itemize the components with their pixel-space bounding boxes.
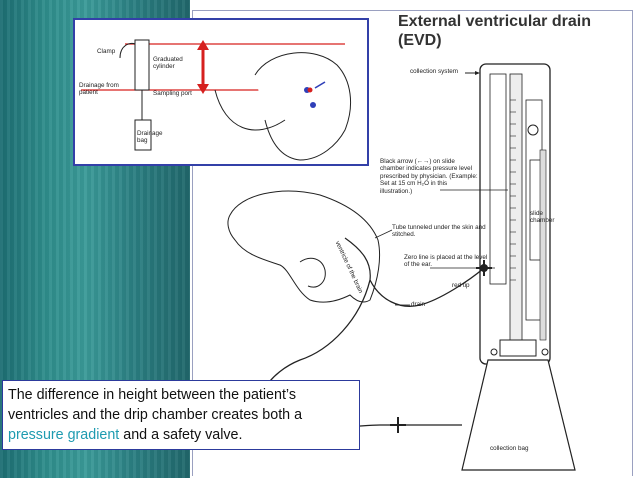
collection-system-label: collection system [410,68,458,75]
caption-text-end: and a safety valve. [119,427,243,443]
frame-line [192,10,632,11]
zero-line-label: Zero line is placed at the level of the … [404,254,488,269]
drain-label: drain [411,301,426,308]
tube-tunneled-label: Tube tunneled under the skin and stitche… [392,224,486,239]
caption-text: The difference in height between the pat… [8,387,303,423]
sampling-port-label: Sampling port [153,90,192,97]
frame-line [632,10,633,476]
slide-chamber-label: slide chamber [530,210,555,224]
drainage-bag-label: Drainage bag [137,130,163,145]
inset-drawing [81,39,351,161]
frame-line [192,10,193,476]
caption-highlight: pressure gradient [8,427,120,443]
clamp-label: Clamp [97,48,116,55]
graduated-cylinder-label: Graduated cylinder [153,56,183,71]
black-arrow-label: Black arrow (←→) on slide chamber indica… [380,158,478,195]
red-tip-label: red tip [452,282,470,289]
diagram-title: External ventricular drain (EVD) [398,13,591,49]
drainage-from-patient-label: Drainage from patient [79,82,119,97]
caption-box: The difference in height between the pat… [2,380,360,450]
collection-bag-label: collection bag [490,445,529,452]
inset-diagram: Clamp Graduated cylinder Drainage from p… [73,18,369,166]
